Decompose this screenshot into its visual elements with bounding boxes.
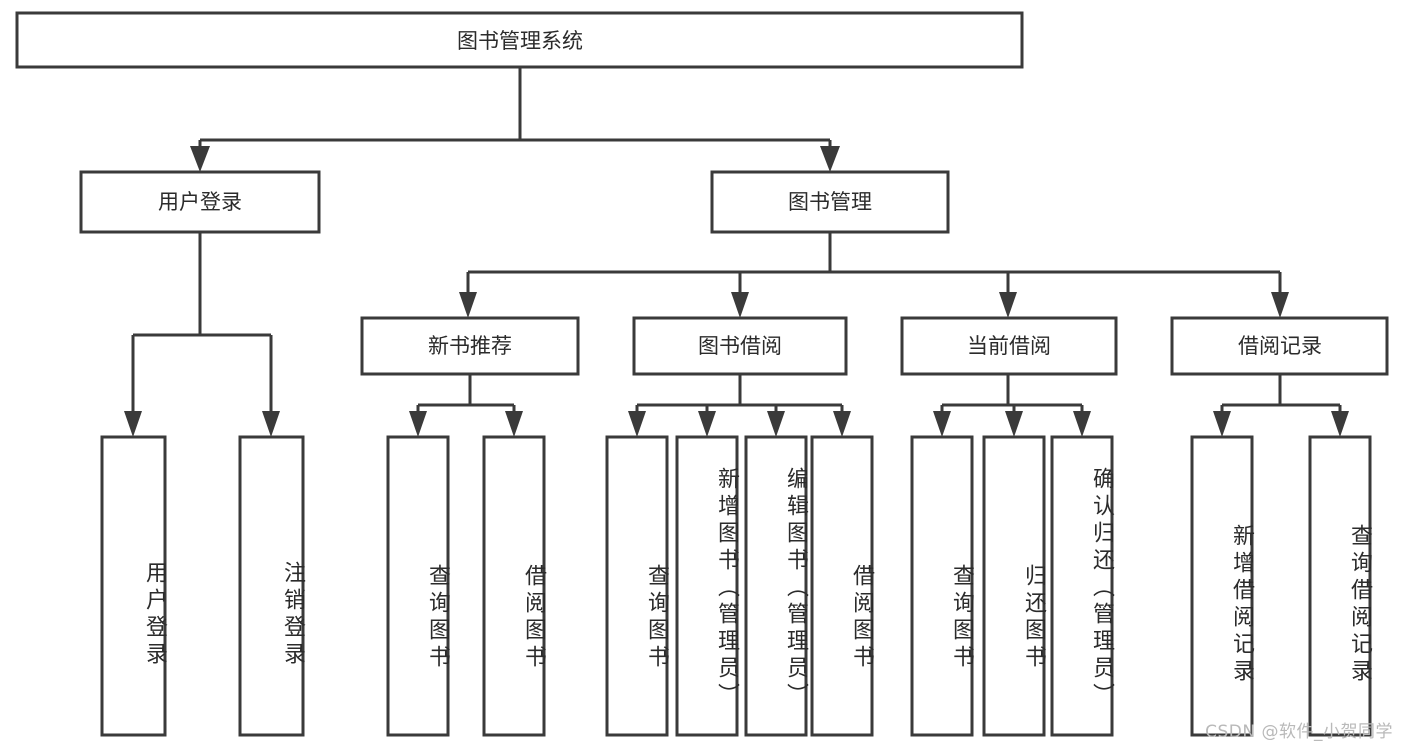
- arrow-head-bookborrow-leaf-2: [698, 411, 716, 437]
- leaf-box-5[interactable]: [675, 435, 739, 737]
- leaf-box-11[interactable]: [1190, 435, 1254, 737]
- label-current-borrow: 当前借阅: [967, 334, 1051, 358]
- arrow-head-bookborrow-leaf-4: [833, 411, 851, 437]
- leaf-box-7[interactable]: [810, 435, 874, 737]
- label-user-login: 用户登录: [158, 190, 242, 214]
- leaf-box-0[interactable]: [100, 435, 167, 737]
- label-borrow-record: 借阅记录: [1238, 334, 1322, 358]
- node-box-layer: [15, 11, 1389, 737]
- node-user-login[interactable]: [79, 170, 321, 234]
- connector-layer: [124, 67, 1349, 437]
- arrow-head-currentborrow-leaf-1: [933, 411, 951, 437]
- leaf-box-10[interactable]: [1050, 435, 1114, 737]
- leaf-box-2[interactable]: [386, 435, 450, 737]
- arrow-head-currentborrow-leaf-2: [1005, 411, 1023, 437]
- arrow-head-currentborrow-leaf-3: [1073, 411, 1091, 437]
- node-borrow-record[interactable]: [1170, 316, 1389, 376]
- node-book-management[interactable]: [710, 170, 950, 234]
- arrow-head-borrow-record: [1271, 292, 1289, 318]
- leaf-box-3[interactable]: [482, 435, 546, 737]
- label-book-management: 图书管理: [788, 190, 872, 214]
- arrow-head-leaf-logout: [262, 411, 280, 437]
- arrow-head-newbook-leaf-1: [409, 411, 427, 437]
- arrow-head-to-user-login: [190, 146, 210, 172]
- node-root-book-management-system[interactable]: [15, 11, 1024, 69]
- arrow-head-new-book-rec: [459, 292, 477, 318]
- arrow-head-to-book-mgmt: [820, 146, 840, 172]
- node-label-layer: 图书管理系统 用户登录 图书管理 新书推荐 图书借阅 当前借阅 借阅记录: [158, 29, 1322, 358]
- node-new-book-recommend[interactable]: [360, 316, 580, 376]
- label-new-book-recommend: 新书推荐: [428, 334, 512, 358]
- label-root: 图书管理系统: [457, 29, 583, 53]
- node-book-borrow[interactable]: [632, 316, 848, 376]
- arrow-head-leaf-user-login: [124, 411, 142, 437]
- leaf-box-8[interactable]: [910, 435, 974, 737]
- leaf-box-9[interactable]: [982, 435, 1046, 737]
- leaf-box-1[interactable]: [238, 435, 305, 737]
- label-book-borrow: 图书借阅: [698, 334, 782, 358]
- arrow-head-borrowrecord-leaf-1: [1213, 411, 1231, 437]
- arrow-head-newbook-leaf-2: [505, 411, 523, 437]
- csdn-watermark: CSDN @软件_小贺同学: [1205, 722, 1393, 742]
- arrow-head-borrowrecord-leaf-2: [1331, 411, 1349, 437]
- leaf-box-6[interactable]: [744, 435, 808, 737]
- node-current-borrow[interactable]: [900, 316, 1118, 376]
- arrow-head-book-borrow: [731, 292, 749, 318]
- arrow-head-bookborrow-leaf-3: [767, 411, 785, 437]
- arrow-head-bookborrow-leaf-1: [628, 411, 646, 437]
- arrow-head-current-borrow: [999, 292, 1017, 318]
- leaf-box-4[interactable]: [605, 435, 669, 737]
- leaf-box-12[interactable]: [1308, 435, 1372, 737]
